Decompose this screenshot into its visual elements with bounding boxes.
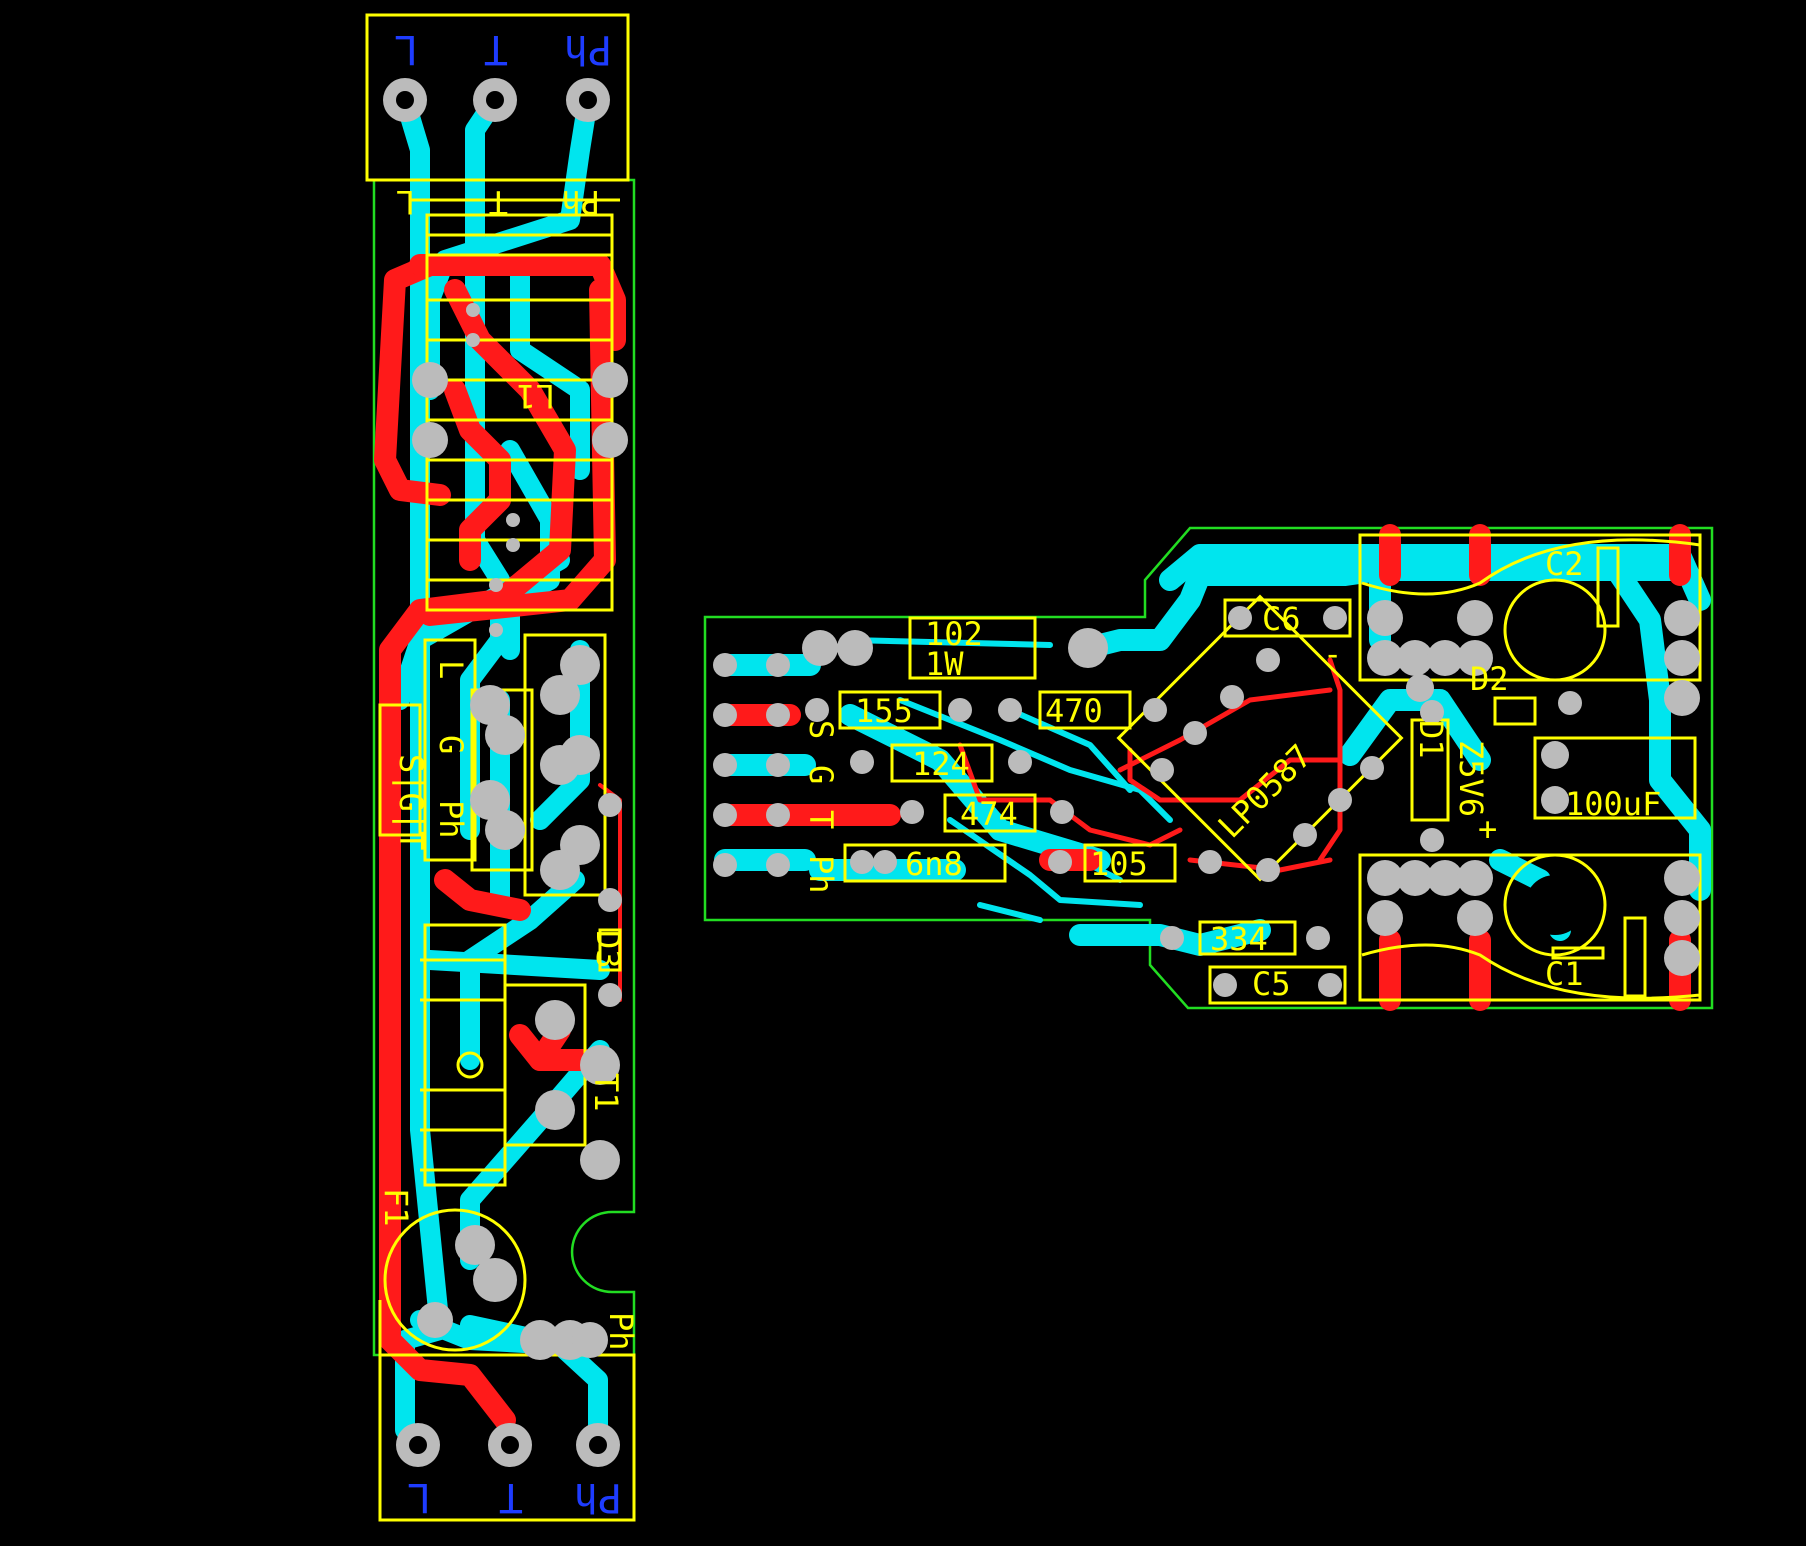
- label-f1: F1: [377, 1188, 415, 1227]
- pad: [396, 1423, 440, 1467]
- right-board-outline: [703, 526, 1714, 1010]
- label-plus: +: [1478, 810, 1497, 848]
- label-124: 124: [912, 745, 970, 783]
- label-1w: 1W: [925, 645, 964, 683]
- left-header-labels: L T Ph: [396, 183, 600, 221]
- header-label: Ph: [561, 183, 600, 221]
- label-155: 155: [855, 692, 913, 730]
- cap-c2-mark: [1596, 546, 1620, 628]
- cap-c1-hole: [1525, 875, 1585, 935]
- right-edge-labels: S G T Ph: [802, 720, 840, 894]
- resistor-474-body: [943, 793, 1037, 833]
- header-label: L: [396, 183, 415, 221]
- cap-c2-outline: [1358, 533, 1702, 682]
- label-z5v6: Z5V6: [1452, 740, 1490, 817]
- connector-bottom-label: L: [407, 1474, 431, 1520]
- edge-label: S: [802, 720, 840, 739]
- label-d3: D3: [589, 930, 627, 969]
- label-ph-bottom: Ph: [602, 1312, 640, 1351]
- left-connector-bottom-labels: L T Ph: [407, 1474, 622, 1520]
- pad: [473, 78, 517, 122]
- resistor-155-body: [838, 690, 942, 730]
- pad: [566, 78, 610, 122]
- cap-c1-circle: [1503, 853, 1607, 957]
- connector-top-label: L: [394, 26, 418, 72]
- edge-label: Ph: [802, 855, 840, 894]
- edge-label: T: [802, 810, 840, 829]
- cap-c6-body: [1223, 598, 1352, 638]
- label-470: 470: [1045, 692, 1103, 730]
- cap-c2-circle: [1503, 578, 1607, 682]
- label-6n8: 6n8: [905, 845, 963, 883]
- label-minus: -: [1323, 635, 1342, 673]
- cap-6n8-body: [843, 843, 1007, 883]
- label-102: 102: [925, 615, 983, 653]
- cap-c1-outline: [1358, 853, 1702, 1002]
- left-connector-bottom: [378, 1353, 636, 1522]
- cap-c1-plus: [1551, 946, 1605, 960]
- label-d1: D1: [1412, 720, 1450, 759]
- cap-100uf-body: [1533, 736, 1697, 820]
- label-334: 334: [1210, 920, 1268, 958]
- resistor-124-body: [890, 743, 994, 783]
- right-bottom-thin: [847, 637, 1173, 923]
- label-100uf: 100uF: [1565, 785, 1661, 823]
- cap-c5-body: [1208, 965, 1347, 1005]
- label-l1: L1: [516, 377, 555, 415]
- cap-c1-mark: [1623, 916, 1647, 998]
- resistor-102-body: [908, 616, 1037, 680]
- transistor-outline: [523, 633, 607, 897]
- connector-bottom-label: Ph: [574, 1474, 622, 1520]
- label-c6: C6: [1262, 600, 1301, 638]
- fuse-bracket: [378, 1300, 400, 1357]
- label-474: 474: [960, 795, 1018, 833]
- resistor-334-body: [1198, 920, 1297, 956]
- label-c1: C1: [1545, 955, 1584, 993]
- resistor-105-body: [1083, 843, 1177, 883]
- label-lgph-ph: Ph: [432, 800, 470, 839]
- label-t1: T1: [587, 1073, 625, 1112]
- diode-d3-body: [598, 928, 622, 972]
- right-pads: [713, 600, 1700, 997]
- fuse-f1-outline: [383, 1208, 527, 1352]
- lgph-block: [423, 638, 477, 862]
- left-board: L T Ph L T Ph L1 S|G|T L G Ph D3 T1 F1 P…: [365, 13, 640, 1522]
- resistor-470-body: [1038, 690, 1132, 730]
- left-connector-top: [365, 13, 630, 182]
- connector-top-label: T: [484, 26, 508, 72]
- label-sgt: S|G|T: [392, 754, 430, 850]
- label-105: 105: [1090, 845, 1148, 883]
- pad: [576, 1423, 620, 1467]
- pad: [383, 78, 427, 122]
- header-label: T: [489, 183, 508, 221]
- label-c2: C2: [1545, 545, 1584, 583]
- pad: [488, 1423, 532, 1467]
- inductor-l1: [410, 198, 620, 612]
- connector-top-label: Ph: [564, 26, 612, 72]
- left-pads: [383, 78, 628, 1467]
- left-connector-top-labels: L T Ph: [394, 26, 612, 72]
- connector-bottom-label: T: [499, 1474, 523, 1520]
- edge-label: G: [802, 765, 840, 784]
- label-lgph-g: G: [432, 735, 470, 754]
- label-lgph-l: L: [432, 660, 470, 679]
- label-d2: D2: [1470, 660, 1509, 698]
- sgt-block: [378, 703, 422, 837]
- cap-c2-hole: [1525, 600, 1585, 660]
- diode-d2-body: [1493, 696, 1537, 726]
- label-c5: C5: [1252, 965, 1291, 1003]
- ic-lp0587-body: [1116, 594, 1404, 882]
